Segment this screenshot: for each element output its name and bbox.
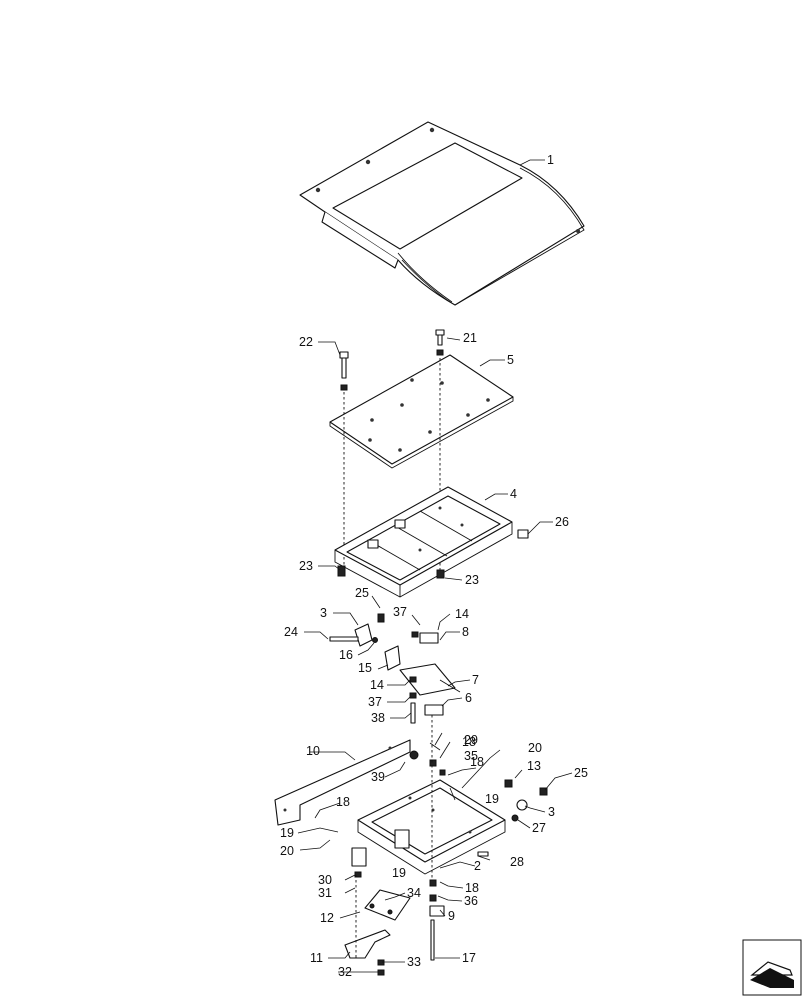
callout-37: 37: [368, 695, 382, 709]
book-page-icon: [742, 939, 802, 996]
callout-12: 12: [320, 911, 334, 925]
callout-36: 36: [464, 894, 478, 908]
callout-14: 14: [455, 607, 469, 621]
callout-6: 6: [465, 691, 472, 705]
callout-31: 31: [318, 886, 332, 900]
callout-32: 32: [338, 965, 352, 979]
callout-29: 29: [464, 733, 478, 747]
callout-23: 23: [465, 573, 479, 587]
callout-38: 38: [371, 711, 385, 725]
mounting-plate-part: [329, 354, 514, 469]
callout-14: 14: [370, 678, 384, 692]
callout-5: 5: [507, 353, 514, 367]
seat-cover-part: [299, 121, 585, 306]
callout-15: 15: [358, 661, 372, 675]
seat-frame-part: [334, 486, 529, 598]
bolt-22-part: [339, 351, 349, 570]
callout-7: 7: [472, 673, 479, 687]
callout-26: 26: [555, 515, 569, 529]
callout-27: 27: [532, 821, 546, 835]
callout-24: 24: [284, 625, 298, 639]
callout-19: 19: [280, 826, 294, 840]
control-module-part: [354, 871, 445, 961]
callout-23: 23: [299, 559, 313, 573]
callout-17: 17: [462, 951, 476, 965]
callout-13: 13: [527, 759, 541, 773]
callout-33: 33: [407, 955, 421, 969]
callout-leaders: [297, 159, 573, 973]
callout-16: 16: [339, 648, 353, 662]
callout-2: 2: [474, 859, 481, 873]
lower-bracket-part: [344, 715, 433, 976]
callout-19: 19: [485, 792, 499, 806]
callout-35: 35: [464, 749, 478, 763]
callout-25: 25: [574, 766, 588, 780]
right-hardware-part: [477, 779, 548, 857]
callout-25: 25: [355, 586, 369, 600]
callout-3: 3: [320, 606, 327, 620]
callout-20: 20: [280, 844, 294, 858]
callout-19: 19: [392, 866, 406, 880]
callout-21: 21: [463, 331, 477, 345]
callout-30: 30: [318, 873, 332, 887]
callout-4: 4: [510, 487, 517, 501]
callout-3: 3: [548, 805, 555, 819]
callout-11: 11: [310, 951, 323, 965]
adjuster-assembly-part: [329, 613, 461, 724]
side-bracket-part: [274, 739, 411, 826]
callout-18: 18: [470, 755, 484, 769]
callout-22: 22: [299, 335, 313, 349]
callout-37: 37: [393, 605, 407, 619]
callout-labels: 1 2 3 3 4 5 6 7 8 9 10 11 12 13 14 14 15…: [280, 153, 588, 979]
callout-18: 18: [465, 881, 479, 895]
callout-18: 18: [462, 735, 476, 749]
callout-28: 28: [510, 855, 524, 869]
callout-20: 20: [528, 741, 542, 755]
callout-34: 34: [407, 886, 421, 900]
callout-18: 18: [336, 795, 350, 809]
callout-39: 39: [371, 770, 385, 784]
callout-1: 1: [547, 153, 554, 167]
callout-8: 8: [462, 625, 469, 639]
callout-9: 9: [448, 909, 455, 923]
callout-10: 10: [306, 744, 320, 758]
